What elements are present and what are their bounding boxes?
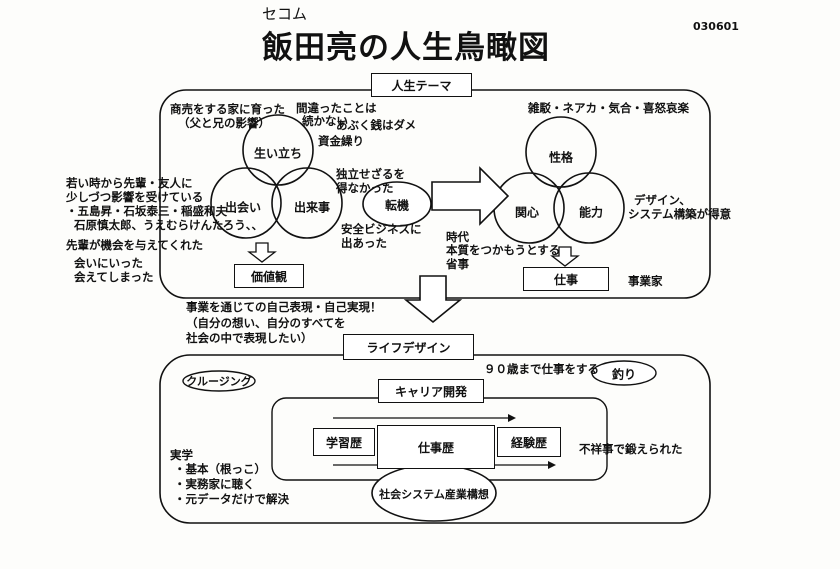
note-self-realization-2: （自分の想い、自分のすべてを [186,316,346,330]
label-social-system: 社会システム産業構想 [379,488,489,501]
label-upbringing: 生い立ち [253,146,303,161]
arrow-down-left [247,242,277,263]
arrow-right [431,166,510,226]
circle-ability [553,172,625,244]
note-personality: 雑駁・ネアカ・気合・喜怒哀楽 [528,101,689,115]
label-encounters: 出会い [224,200,262,215]
circle-events [271,167,343,239]
note-mistakes-2: 続かない [302,114,348,128]
note-essence: 本質をつかもうとする [446,243,561,257]
doc-number: 030601 [693,20,739,33]
circle-encounters [210,167,282,239]
note-design-1: デザイン、 [634,193,691,207]
note-encounter-2: 少しづつ影響を受けている [66,190,204,204]
page-title: 飯田亮の人生鳥瞰図 [262,30,550,66]
arrow-down-right [550,246,580,267]
note-security-2: 出あった [341,236,387,250]
note-encounter-6: 会いにいった [74,256,143,270]
note-independence-1: 独立せざるを [336,167,405,181]
label-events: 出来事 [293,200,331,215]
ellipse-cruising [182,370,256,392]
box-values: 価値観 [234,264,304,288]
note-practice-3: ・実務家に聴く [174,477,255,491]
note-self-realization-3: 社会の中で表現したい） [186,331,313,345]
note-practice-2: ・基本（根っこ） [174,462,266,476]
note-encounter-5: 先輩が機会を与えてくれた [66,238,204,252]
note-security-1: 安全ビジネスに [341,222,422,236]
note-cash-flow: 資金繰り [318,134,364,148]
note-simplify: 省事 [446,257,469,271]
box-study-history: 学習歴 [313,428,375,456]
note-scandal: 不祥事で鍛えられた [579,442,683,456]
note-encounter-7: 会えてしまった [74,270,154,284]
ellipse-fishing [591,360,657,386]
note-encounter-3: ・五島昇・石坂泰三・稲盛和夫 [66,204,227,218]
note-business-person: 事業家 [628,274,663,288]
label-interest: 関心 [514,205,540,220]
note-encounter-1: 若い時から先輩・友人に [66,176,193,190]
box-career-dev: キャリア開発 [378,379,484,403]
note-easy-money: あぶく銭はダメ [336,118,417,132]
handwritten-note: セコム [262,5,308,23]
box-work-history: 仕事歴 [377,425,495,469]
note-work-until-90: ９０歳まで仕事をする [484,362,599,376]
label-turning-point: 転機 [384,198,410,213]
note-upbringing-2: （父と兄の影響） [178,116,270,130]
box-life-design: ライフデザイン [343,334,474,360]
note-era: 時代 [446,230,469,244]
arrow-down-center [403,275,463,324]
note-self-realization-1: 事業を通じての自己表現・自己実現！ [186,300,382,314]
ellipse-turning-point [362,181,432,227]
note-practice-1: 実学 [170,448,193,462]
label-ability: 能力 [578,205,604,220]
label-cruising: クルージング [186,375,252,388]
note-independence-2: 得なかった [336,181,394,195]
box-experience-history: 経験歴 [497,427,561,457]
box-work: 仕事 [523,267,609,291]
label-fishing: 釣り [611,367,637,382]
label-personality: 性格 [548,150,574,165]
note-upbringing-1: 商売をする家に育った [170,102,285,116]
note-mistakes-1: 間違ったことは [296,101,377,115]
circle-upbringing [242,114,314,186]
note-design-2: システム構築が得意 [628,207,732,221]
box-life-theme: 人生テーマ [371,73,472,97]
note-encounter-4: 石原慎太郎、うえむらけんたろう、、 [74,218,264,232]
note-practice-4: ・元データだけで解決 [174,492,289,506]
